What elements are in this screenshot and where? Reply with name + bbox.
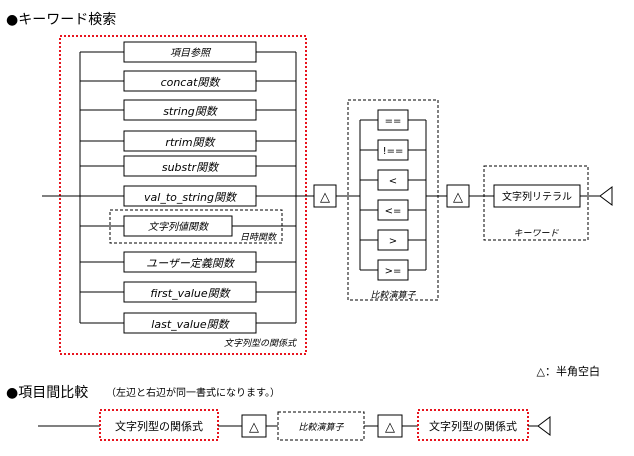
operator-row: > bbox=[360, 229, 426, 251]
datetime-functions-group bbox=[109, 209, 283, 244]
function-row: ユーザー定義関数 bbox=[80, 251, 296, 273]
operator-label: !== bbox=[383, 146, 404, 157]
operator-box bbox=[377, 139, 409, 161]
function-box bbox=[123, 215, 233, 237]
operator-box bbox=[377, 229, 409, 251]
function-row: string関数 bbox=[80, 99, 296, 121]
function-row: 文字列値関数 bbox=[80, 215, 296, 237]
function-label: rtrim関数 bbox=[165, 136, 216, 149]
operator-box bbox=[377, 169, 409, 191]
function-box bbox=[123, 312, 257, 334]
function-row: first_value関数 bbox=[80, 281, 296, 303]
datetime-group-label: 日時関数 bbox=[240, 232, 277, 243]
operator-rows: == !== < <= > >= bbox=[360, 109, 426, 281]
operator-box bbox=[377, 109, 409, 131]
field-compare-title: ●項目間比較 bbox=[6, 385, 88, 401]
function-row: 項目参照 bbox=[80, 41, 296, 63]
space-symbol: △ bbox=[249, 420, 259, 435]
space-symbol: △ bbox=[320, 190, 330, 205]
function-label: first_value関数 bbox=[150, 287, 231, 300]
operators-label: 比較演算子 bbox=[370, 290, 416, 301]
operator-row: <= bbox=[360, 199, 426, 221]
function-label: ユーザー定義関数 bbox=[146, 257, 236, 270]
compare-left-label: 文字列型の関係式 bbox=[115, 419, 203, 433]
compare-left-box bbox=[99, 409, 219, 441]
operator-label: >= bbox=[385, 266, 402, 277]
function-row: substr関数 bbox=[80, 155, 296, 177]
field-compare-note: （左辺と右辺が同一書式になります。） bbox=[106, 386, 280, 399]
operators-group bbox=[347, 99, 439, 301]
function-row: concat関数 bbox=[80, 70, 296, 92]
function-row: val_to_string関数 bbox=[80, 185, 296, 207]
compare-right-label: 文字列型の関係式 bbox=[429, 419, 517, 433]
operator-label: < bbox=[389, 176, 397, 187]
function-label: 文字列値関数 bbox=[148, 221, 210, 233]
operator-row: >= bbox=[360, 259, 426, 281]
compare-operator-box bbox=[277, 411, 365, 441]
operator-row: == bbox=[360, 109, 426, 131]
function-label: string関数 bbox=[163, 105, 219, 118]
compare-operator-label: 比較演算子 bbox=[298, 422, 344, 433]
function-label: last_value関数 bbox=[151, 318, 230, 331]
function-box bbox=[123, 41, 257, 63]
operator-label: <= bbox=[385, 206, 402, 217]
function-row: rtrim関数 bbox=[80, 130, 296, 152]
compare-right-box bbox=[417, 409, 529, 441]
space-symbol: △ bbox=[453, 190, 463, 205]
operator-label: == bbox=[385, 116, 402, 127]
string-expression-label: 文字列型の関係式 bbox=[224, 338, 297, 349]
function-box bbox=[123, 99, 257, 121]
string-expression-group bbox=[59, 35, 307, 355]
operator-label: > bbox=[389, 236, 397, 247]
function-label: substr関数 bbox=[162, 161, 220, 174]
legend: △：半角空白 bbox=[537, 364, 600, 378]
keyword-group bbox=[483, 165, 589, 241]
function-label: 項目参照 bbox=[170, 47, 212, 59]
function-box bbox=[123, 281, 257, 303]
end-marker-icon bbox=[537, 416, 551, 436]
literal-label: 文字列リテラル bbox=[502, 190, 572, 203]
space-symbol: △ bbox=[385, 420, 395, 435]
operator-row: !== bbox=[360, 139, 426, 161]
function-box bbox=[123, 70, 257, 92]
function-box bbox=[123, 251, 257, 273]
function-box bbox=[123, 155, 257, 177]
operator-box bbox=[377, 199, 409, 221]
end-marker-icon bbox=[599, 186, 613, 206]
function-row: last_value関数 bbox=[80, 312, 296, 334]
keyword-label: キーワード bbox=[513, 228, 559, 239]
keyword-search-title: ●キーワード検索 bbox=[6, 11, 116, 28]
function-label: val_to_string関数 bbox=[144, 191, 238, 204]
function-rows: 項目参照 concat関数 string関数 rtrim関数 substr関数 … bbox=[80, 41, 296, 334]
function-box bbox=[123, 130, 257, 152]
function-box bbox=[123, 185, 257, 207]
operator-box bbox=[377, 259, 409, 281]
function-label: concat関数 bbox=[161, 76, 222, 89]
operator-row: < bbox=[360, 169, 426, 191]
